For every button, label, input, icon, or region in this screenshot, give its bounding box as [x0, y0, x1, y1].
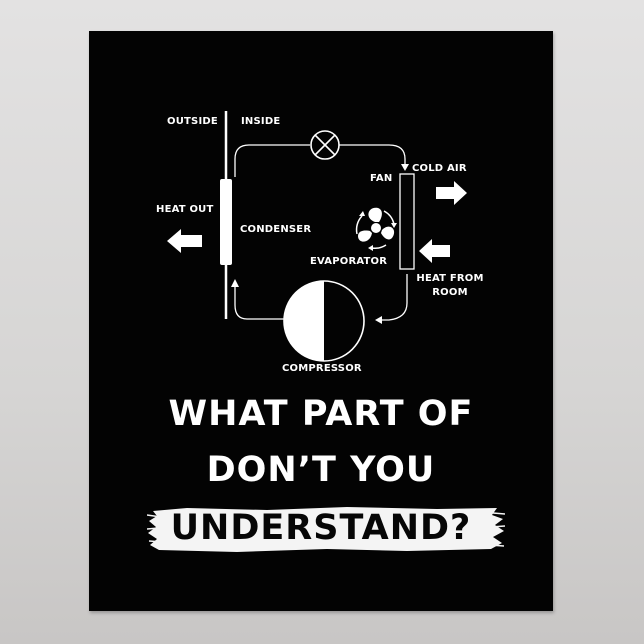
- label-heat-out: HEAT OUT: [156, 204, 214, 215]
- label-inside: INSIDE: [241, 116, 281, 127]
- pipe-condenser-to-valve: [234, 144, 310, 177]
- label-heat-from-room-line2: ROOM: [432, 287, 468, 298]
- label-evaporator: EVAPORATOR: [310, 256, 388, 267]
- label-condenser: CONDENSER: [240, 224, 312, 235]
- flow-arrow-up: [231, 279, 239, 287]
- cold-air-arrow-icon: [436, 181, 467, 205]
- pipe-compressor-to-condenser: [234, 286, 284, 320]
- fan-icon: [355, 207, 397, 251]
- condenser-coil: [220, 179, 232, 265]
- compressor-icon: [283, 280, 365, 362]
- headline-line1: WHAT PART OF: [168, 394, 474, 434]
- flow-arrow-left: [375, 316, 382, 324]
- refrigeration-cycle-diagram: [167, 111, 467, 362]
- poster: OUTSIDE INSIDE HEAT OUT CONDENSER FAN CO…: [89, 31, 553, 611]
- expansion-valve-icon: [310, 130, 340, 160]
- flow-arrow-down: [401, 164, 409, 171]
- label-heat-from-room-line1: HEAT FROM: [416, 273, 484, 284]
- heat-out-arrow-icon: [167, 229, 202, 253]
- pipe-valve-to-evaporator: [339, 144, 406, 165]
- label-outside: OUTSIDE: [167, 116, 218, 127]
- evaporator-coil: [399, 173, 415, 270]
- label-compressor: COMPRESSOR: [282, 363, 362, 374]
- pipe-evaporator-to-compressor: [381, 274, 408, 321]
- label-fan: FAN: [370, 173, 393, 184]
- heat-from-room-arrow-icon: [419, 239, 450, 263]
- headline-line3: UNDERSTAND?: [170, 508, 472, 548]
- label-cold-air: COLD AIR: [412, 163, 467, 174]
- brush-stroke-highlight: [147, 507, 505, 552]
- headline-line2: DON’T YOU: [206, 450, 436, 490]
- label-heat-from-room: HEAT FROM ROOM: [412, 274, 488, 298]
